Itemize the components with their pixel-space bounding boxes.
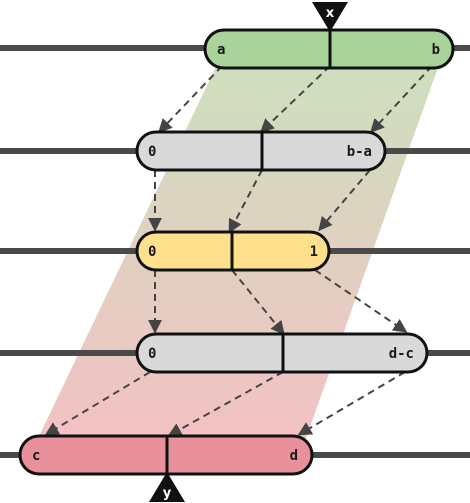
arrow-mid-4	[167, 371, 284, 437]
bar-middle-left-label: 0	[148, 244, 156, 260]
output-marker: y	[149, 472, 185, 502]
bar-second-left-label: 0	[148, 144, 156, 160]
arrow-ba-to-1	[318, 169, 371, 232]
bar-top: a b	[203, 28, 455, 70]
input-marker-label: x	[326, 6, 335, 21]
arrow-a-to-0	[158, 65, 223, 134]
input-marker: x	[312, 2, 348, 32]
bar-middle: 0 1	[135, 230, 331, 272]
bar-second-right-label: b-a	[347, 144, 372, 160]
arrow-mid-1	[259, 65, 331, 133]
bar-fourth-left-label: 0	[148, 346, 156, 362]
bar-fourth-right-label: d-c	[389, 346, 414, 362]
bar-top-left-label: a	[217, 42, 225, 58]
bar-bottom-right-label: d	[290, 448, 298, 464]
arrow-0-to-c	[44, 371, 151, 436]
arrow-mid-3	[231, 269, 285, 336]
arrow-dc-to-d	[297, 371, 406, 436]
arrow-1-to-dc	[314, 269, 408, 333]
output-marker-triangle	[149, 472, 185, 502]
output-marker-label: y	[163, 486, 172, 501]
input-marker-triangle	[312, 2, 348, 32]
bar-bottom: c d	[18, 434, 314, 476]
bar-fourth: 0 d-c	[135, 332, 429, 374]
arrow-b-to-ba	[370, 65, 433, 134]
mapping-arrows	[44, 65, 433, 437]
bar-top-right-label: b	[432, 42, 440, 58]
bar-middle-right-label: 1	[310, 244, 318, 260]
bar-bottom-left-label: c	[32, 448, 40, 464]
bar-second: 0 b-a	[135, 130, 387, 172]
